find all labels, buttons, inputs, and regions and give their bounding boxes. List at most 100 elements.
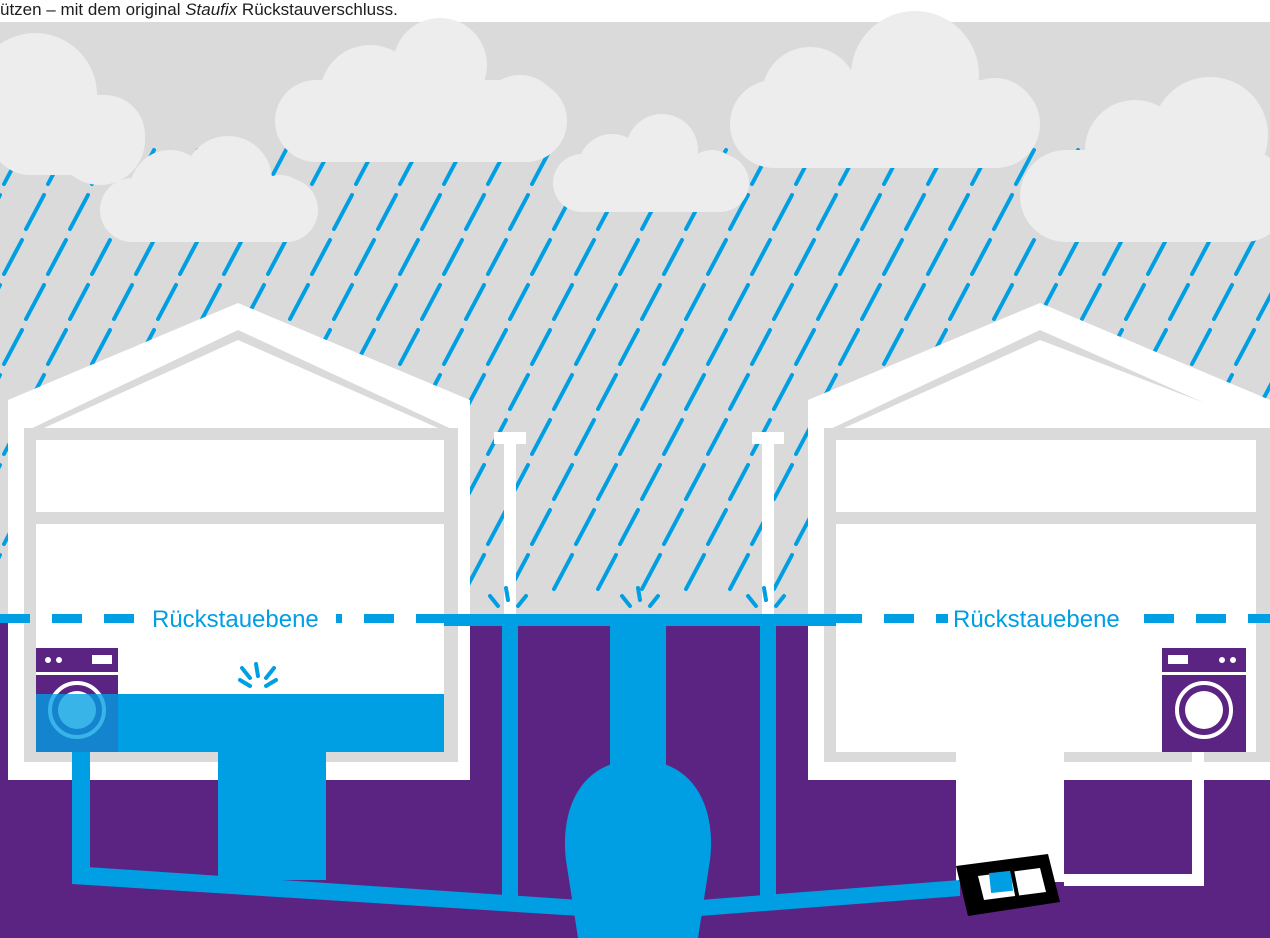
- raindrop-icon: [134, 238, 156, 276]
- raindrop-icon: [618, 238, 640, 276]
- raindrop-icon: [1146, 238, 1168, 276]
- raindrop-icon: [486, 238, 508, 276]
- right-house: [808, 303, 1270, 886]
- raindrop-icon: [2, 328, 24, 366]
- raindrop-icon: [728, 283, 750, 321]
- raindrop-icon: [90, 328, 112, 366]
- raindrop-icon: [684, 553, 706, 591]
- raindrop-icon: [90, 238, 112, 276]
- washing-machine-icon: [36, 648, 118, 752]
- level-dash: [624, 614, 654, 623]
- raindrop-icon: [640, 373, 662, 411]
- headline-prefix: ützen – mit dem original: [0, 0, 186, 19]
- raindrop-icon: [68, 193, 90, 231]
- raindrop-icon: [860, 193, 882, 231]
- raindrop-icon: [662, 328, 684, 366]
- raindrop-icon: [46, 328, 68, 366]
- raindrop-icon: [1190, 328, 1212, 366]
- raindrop-icon: [508, 373, 530, 411]
- raindrop-icon: [288, 283, 310, 321]
- raindrop-icon: [398, 238, 420, 276]
- raindrop-icon: [948, 283, 970, 321]
- level-dash: [416, 614, 446, 623]
- raindrop-icon: [1014, 148, 1036, 186]
- level-dash: [780, 614, 810, 623]
- raindrop-icon: [1058, 238, 1080, 276]
- level-dash: [728, 614, 758, 623]
- raindrop-icon: [200, 283, 222, 321]
- raindrop-icon: [926, 238, 948, 276]
- sewer-system: [72, 620, 960, 938]
- raindrop-icon: [68, 283, 90, 321]
- raindrop-icon: [904, 283, 926, 321]
- raindrop-icon: [684, 373, 706, 411]
- raindrop-icon: [1234, 238, 1256, 276]
- raindrop-icon: [530, 418, 552, 456]
- raindrop-icon: [772, 283, 794, 321]
- street-vent-right: [752, 432, 784, 620]
- level-dash: [0, 614, 30, 623]
- raindrop-icon: [706, 418, 728, 456]
- raindrop-icon: [596, 373, 618, 411]
- raindrop-icon: [882, 328, 904, 366]
- raindrop-icon: [332, 283, 354, 321]
- raindrop-icon: [640, 283, 662, 321]
- raindrop-icon: [728, 193, 750, 231]
- raindrop-icon: [574, 238, 596, 276]
- raindrop-icon: [794, 238, 816, 276]
- raindrop-icon: [596, 553, 618, 591]
- raindrop-icon: [1080, 283, 1102, 321]
- raindrop-icon: [552, 553, 574, 591]
- level-dash: [52, 614, 82, 623]
- raindrop-icon: [552, 283, 574, 321]
- headline-suffix: Rückstauverschluss.: [237, 0, 398, 19]
- raindrop-icon: [1102, 238, 1124, 276]
- raindrop-icon: [728, 553, 750, 591]
- raindrop-icon: [376, 283, 398, 321]
- raindrop-icon: [574, 328, 596, 366]
- raindrop-icon: [486, 508, 508, 546]
- raindrop-icon: [508, 283, 530, 321]
- raindrop-icon: [24, 283, 46, 321]
- raindrop-icon: [816, 193, 838, 231]
- raindrop-icon: [442, 238, 464, 276]
- raindrop-icon: [684, 283, 706, 321]
- raindrop-icon: [684, 463, 706, 501]
- raindrop-icon: [1256, 292, 1270, 321]
- raindrop-icon: [464, 283, 486, 321]
- raindrop-icon: [728, 463, 750, 501]
- raindrop-icon: [640, 553, 662, 591]
- raindrop-icon: [24, 193, 46, 231]
- raindrop-icon: [992, 283, 1014, 321]
- raindrop-icon: [486, 328, 508, 366]
- raindrop-icon: [662, 238, 684, 276]
- raindrop-icon: [420, 283, 442, 321]
- level-dash: [520, 614, 550, 623]
- raindrop-icon: [794, 328, 816, 366]
- level-dash: [572, 614, 602, 623]
- headline: ützen – mit dem original Staufix Rücksta…: [0, 0, 398, 20]
- raindrop-icon: [1190, 238, 1212, 276]
- raindrop-icon: [772, 193, 794, 231]
- cloud-icon: [275, 18, 567, 162]
- cloud-icon: [730, 11, 1040, 168]
- street-vent-left: [494, 432, 526, 620]
- raindrop-icon: [398, 328, 420, 366]
- level-dash: [884, 614, 914, 623]
- raindrop-icon: [706, 508, 728, 546]
- backflow-level-label-left: Rückstauebene: [152, 606, 319, 633]
- raindrop-icon: [1014, 238, 1036, 276]
- raindrop-icon: [772, 463, 794, 501]
- raindrop-icon: [552, 373, 574, 411]
- level-dash: [468, 614, 498, 623]
- raindrop-icon: [112, 283, 134, 321]
- level-dash: [1144, 614, 1174, 623]
- cloud-icon: [1020, 77, 1270, 242]
- raindrop-icon: [970, 238, 992, 276]
- backflow-valve-icon: [956, 854, 1060, 916]
- raindrop-icon: [1168, 283, 1190, 321]
- raindrop-icon: [222, 238, 244, 276]
- raindrop-icon: [310, 238, 332, 276]
- raindrop-icon: [992, 193, 1014, 231]
